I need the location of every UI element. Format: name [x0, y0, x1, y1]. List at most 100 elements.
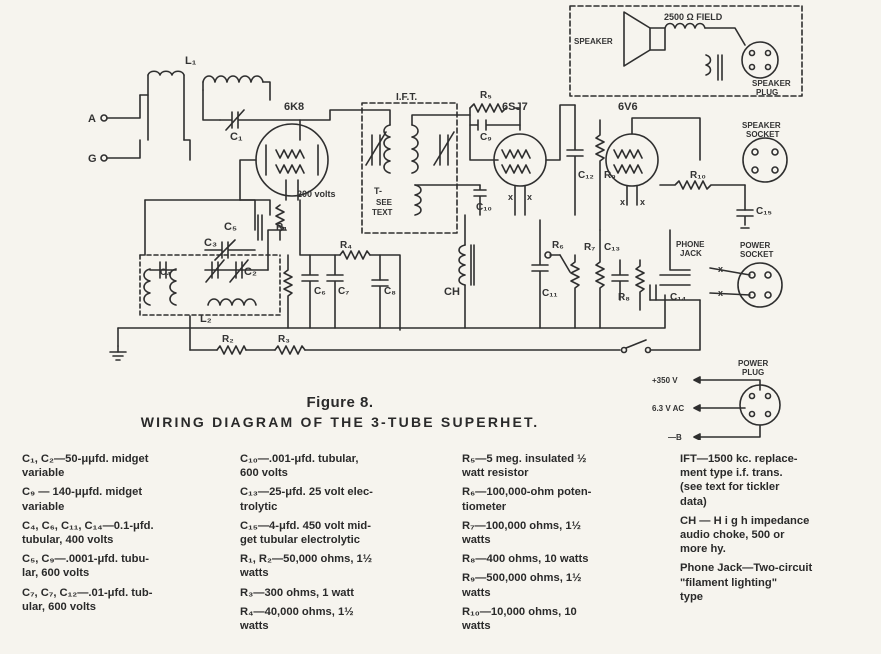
label-volts: 200 volts: [297, 189, 336, 199]
label-c12: C₁₂: [578, 170, 594, 181]
parts-list-item: C₁₃—25-μfd. 25 volt elec- trolytic: [240, 486, 373, 513]
label-tickler-see: SEE: [376, 198, 393, 207]
label-x-2: x: [527, 192, 532, 202]
label-c14: C₁₄: [670, 292, 686, 303]
resistor-r8: [635, 259, 645, 311]
label-tube-6sj7: 6SJ7: [502, 101, 528, 113]
label-tube-6v6: 6V6: [618, 101, 638, 113]
parts-list-item: R₈—400 ohms, 10 watts: [462, 553, 589, 566]
potentiometer-r6: [544, 251, 580, 329]
label-c7: C₇: [338, 286, 349, 297]
tube-6k8: [239, 119, 329, 201]
capacitor-c10: [473, 184, 487, 216]
parts-list-item: C₁₅—4-μfd. 450 volt mid- get tubular ele…: [240, 519, 371, 547]
label-r10: R₁₀: [690, 170, 706, 181]
label-c13: C₁₃: [604, 242, 620, 253]
label-r7: R₇: [584, 242, 595, 253]
label-power-plug-1: POWER: [738, 359, 768, 368]
label-plus350: +350 V: [652, 376, 678, 385]
resistor-r10: [659, 180, 746, 190]
parts-list-item: R₉—500,000 ohms, 1½ watts: [462, 572, 582, 599]
label-c6: C₆: [314, 286, 326, 297]
parts-list-item: C₁, C₂—50-μμfd. midget variable: [22, 453, 149, 480]
label-c8: C₈: [384, 286, 396, 297]
parts-list-item: C₄, C₆, C₁₁, C₁₄—0.1-μfd. tubular, 400 v…: [22, 519, 154, 547]
capacitor-c6-c7: [283, 254, 344, 329]
parts-list-column-2: C₁₀—.001-μfd. tubular, 600 volts C₁₃—25-…: [240, 452, 436, 638]
label-r1: R₁: [276, 222, 287, 233]
resistor-r2: [216, 345, 247, 355]
power-plug: [693, 376, 781, 440]
tube-6sj7: [493, 104, 576, 216]
parts-list-column-3: R₅—5 meg. insulated ½ watt resistor R₆—1…: [462, 452, 658, 638]
label-tickler-t: T-: [374, 186, 382, 196]
choke-ch: [458, 214, 475, 329]
resistor-r7: [595, 229, 605, 329]
power-socket: [709, 262, 783, 308]
capacitor-c15: [736, 209, 754, 229]
label-speaker-plug-1: SPEAKER: [752, 79, 791, 88]
label-c10: C₁₀: [476, 202, 492, 213]
label-c3: C₃: [204, 237, 217, 249]
label-c2: C₂: [244, 266, 257, 278]
parts-list-item: R₁, R₂—50,000 ohms, 1½ watts: [240, 553, 373, 580]
phone-jack: [649, 229, 701, 301]
label-choke: CH: [444, 286, 460, 298]
wiring-schematic: A G L₁ L₂ C₁ C₂ C₃ C₄ C₅ C₆ C₇ C₈ C₉ C₁₀…: [88, 5, 803, 440]
label-tube-6k8: 6K8: [284, 101, 304, 113]
label-speaker-socket-2: SOCKET: [746, 130, 779, 139]
parts-list-item: CH — H i g h impedance audio choke, 500 …: [680, 514, 810, 556]
label-x-4: x: [640, 197, 645, 207]
antenna-input: [100, 70, 191, 162]
parts-list-item: R₃—300 ohms, 1 watt: [240, 586, 354, 599]
label-r8: R₈: [618, 292, 630, 303]
label-speaker-socket-1: SPEAKER: [742, 121, 781, 130]
label-r9: R₉: [604, 170, 616, 181]
parts-list-item: C₉ — 140-μμfd. midget variable: [22, 486, 143, 513]
label-c5: C₅: [224, 221, 237, 233]
speaker-unit: [569, 5, 803, 97]
label-phone-jack-1: PHONE: [676, 240, 705, 249]
label-power-socket-2: SOCKET: [740, 250, 773, 259]
parts-list-item: C₁₀—.001-μfd. tubular, 600 volts: [240, 453, 359, 480]
label-c4: C₄: [160, 267, 171, 277]
label-l2: L₂: [200, 313, 212, 325]
power-switch: [620, 339, 652, 354]
ift-transformer: [299, 102, 499, 234]
ground-bus: [109, 294, 666, 361]
resistor-r4: [299, 199, 401, 331]
label-r5: R₅: [480, 90, 492, 101]
label-tickler-text: TEXT: [372, 208, 393, 217]
capacitor-c13: [611, 259, 629, 301]
capacitor-c12: [566, 104, 584, 216]
label-antenna: A: [88, 113, 96, 125]
parts-list-column-1: C₁, C₂—50-μμfd. midget variable C₉ — 140…: [22, 452, 222, 619]
label-minus-b: —B: [668, 433, 682, 440]
label-x-1: x: [508, 192, 513, 202]
parts-list-item: IFT—1500 kc. replace- ment type i.f. tra…: [680, 453, 798, 508]
figure-number: Figure 8.: [306, 394, 374, 411]
label-r6: R₆: [552, 240, 564, 251]
b-plus-line: [189, 299, 701, 351]
label-r4: R₄: [340, 240, 352, 251]
parts-list-item: Phone Jack—Two-circuit "filament lightin…: [680, 562, 813, 603]
capacitor-c1: [219, 109, 301, 131]
label-r2: R₂: [222, 334, 234, 345]
label-ground: G: [88, 153, 97, 165]
label-ac63: 6.3 V AC: [652, 404, 684, 413]
label-l1: L₁: [185, 55, 197, 67]
label-x-6: x: [718, 288, 723, 298]
parts-list-item: R₇—100,000 ohms, 1½ watts: [462, 519, 581, 547]
parts-list-item: R₄—40,000 ohms, 1½ watts: [240, 605, 354, 633]
tube-6v6: [605, 117, 701, 206]
resistor-r3: [274, 345, 306, 355]
label-power-plug-2: PLUG: [742, 368, 764, 377]
label-r3: R₃: [278, 334, 290, 345]
label-ift: I.F.T.: [396, 92, 417, 103]
label-c9: C₉: [480, 132, 492, 143]
label-x-5: x: [718, 264, 723, 274]
figure-title: WIRING DIAGRAM OF THE 3-TUBE SUPERHET.: [140, 414, 540, 430]
label-power-socket-1: POWER: [740, 241, 770, 250]
label-speaker: SPEAKER: [574, 37, 613, 46]
parts-list-item: C₅, C₉—.0001-μfd. tubu- lar, 600 volts: [22, 553, 150, 580]
